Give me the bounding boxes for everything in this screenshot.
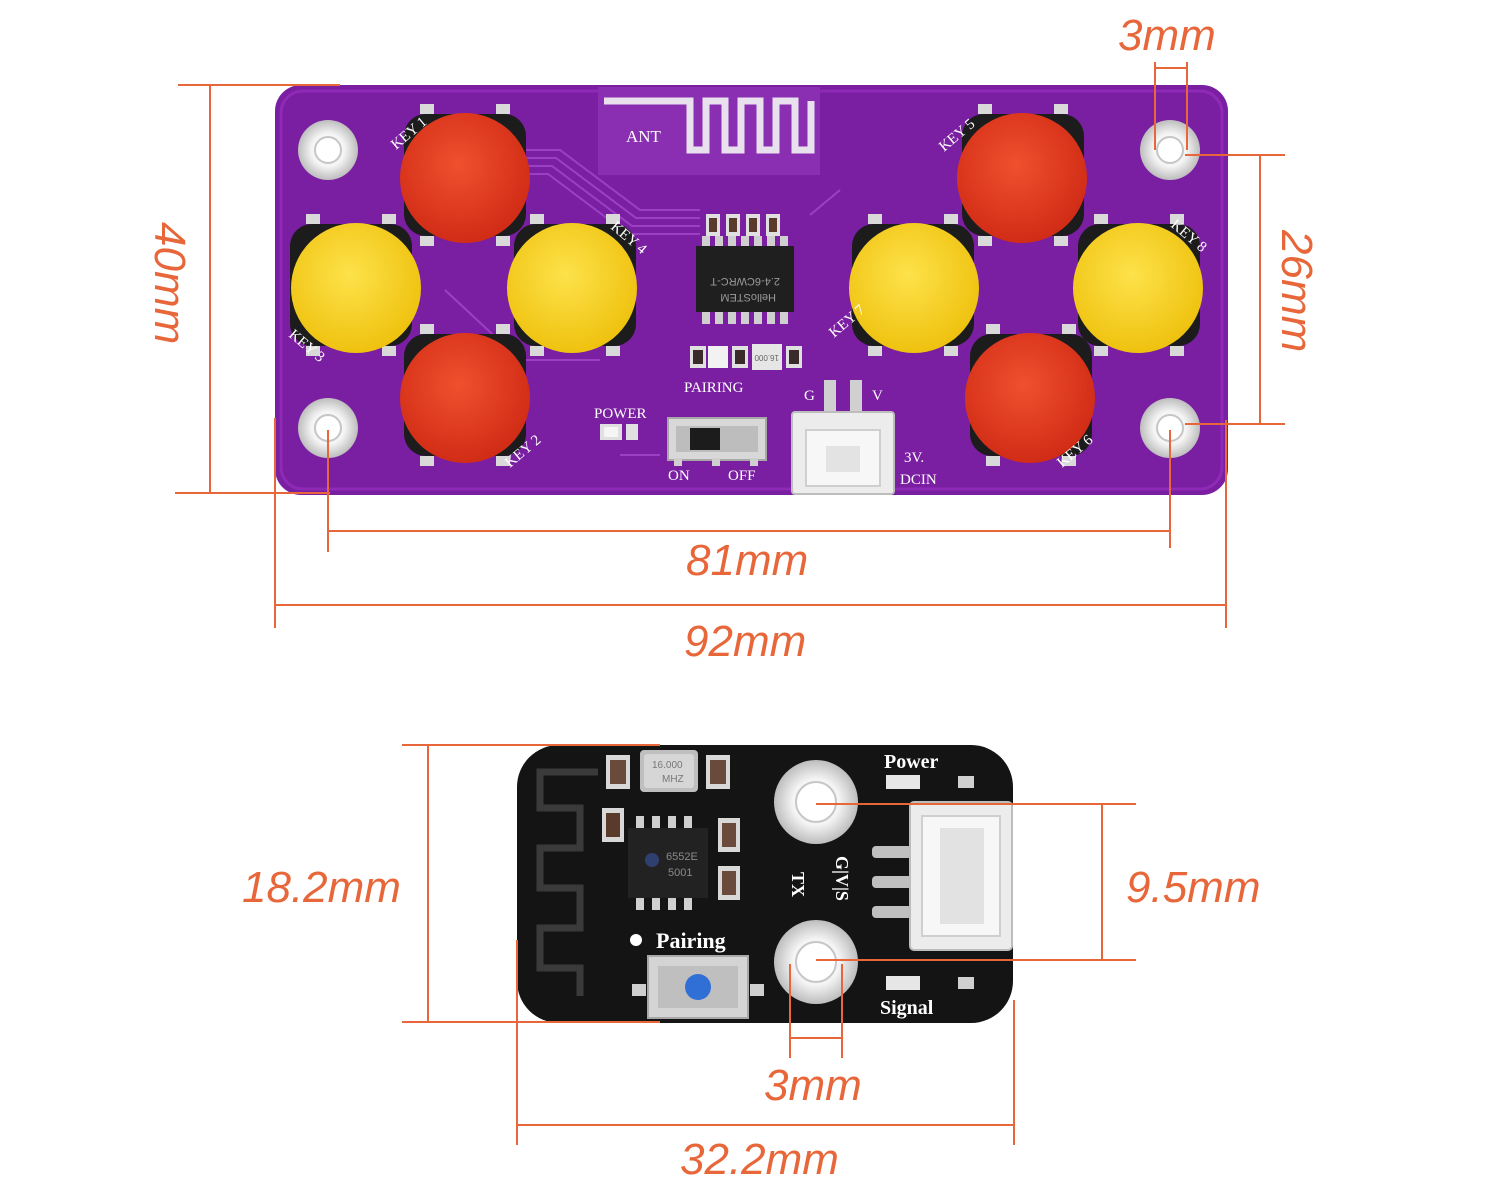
controller-dimension-lines [175,62,1285,628]
connector-dcin-label: DCIN [900,472,937,488]
controller-chip-part: 2.4-6CWRC-T [710,275,780,287]
controller-crystal-label: 16.000 [754,353,779,362]
switch-off-label: OFF [728,468,756,484]
controller-height-label: 40mm [145,222,194,344]
receiver-power-label: Power [884,751,939,773]
key-2-cap [400,333,530,463]
receiver-chip: 6552E 5001 [628,816,708,910]
pairing-label: PAIRING [684,380,744,396]
signal-led [886,976,920,990]
receiver-width-label: 32.2mm [680,1135,839,1184]
receiver-pins-label: G|V|S [832,856,852,901]
receiver-signal-label: Signal [880,997,934,1019]
receiver-pin-headers [872,846,912,918]
antenna-trace: ANT [598,87,820,175]
controller-chip-label: HelloSTEM [720,291,776,303]
controller-hole-diameter-label: 3mm [1118,11,1216,60]
receiver-pcb [517,745,1013,1023]
key-4-cap [507,223,637,353]
key-switch-legs [306,104,1184,466]
controller-smd-parts: 16.000 [600,214,802,440]
receiver-chip-label: 6552E [666,851,698,863]
controller-hole-pitch-h-label: 81mm [686,536,808,585]
receiver-mounting-holes [774,760,858,1004]
controller-board: ANT [275,85,1228,495]
receiver-antenna-trace [536,768,598,996]
receiver-dimension-lines [402,744,1136,1145]
connector-v-label: V [872,388,883,404]
dc-connector [791,380,895,495]
power-label: POWER [594,406,647,422]
key-6-cap [965,333,1095,463]
receiver-chip-code: 5001 [668,867,692,879]
key-7-cap [849,223,979,353]
power-led [886,775,920,789]
receiver-board: 16.000 MHZ 6552E 5001 Pairing [517,745,1013,1023]
key-3-cap [291,223,421,353]
key-1-cap [400,113,530,243]
receiver-smd-parts [602,808,740,900]
receiver-crystal: 16.000 MHZ [606,750,730,792]
receiver-crystal-unit: MHZ [662,774,684,785]
power-switch [667,417,767,466]
pairing-dot [630,934,642,946]
key-5-cap [957,113,1087,243]
receiver-hole-diameter-label: 3mm [764,1061,862,1110]
pairing-button [632,955,764,1019]
key-caps [291,113,1203,463]
controller-hole-pitch-v-label: 26mm [1272,229,1321,352]
switch-on-label: ON [668,468,690,484]
receiver-pairing-label: Pairing [656,928,726,953]
pcb-traces [444,149,841,456]
controller-chip: HelloSTEM 2.4-6CWRC-T [696,236,794,324]
receiver-height-label: 18.2mm [242,863,401,912]
receiver-hole-pitch-label: 9.5mm [1126,863,1260,912]
ant-label: ANT [626,127,662,146]
key-8-cap [1073,223,1203,353]
connector-g-label: G [804,388,815,404]
connector-3v-label: 3V. [904,450,924,466]
controller-width-label: 92mm [684,617,806,666]
receiver-crystal-label: 16.000 [652,760,683,771]
receiver-tx-label: TX [788,872,808,897]
receiver-connector [909,801,1013,951]
